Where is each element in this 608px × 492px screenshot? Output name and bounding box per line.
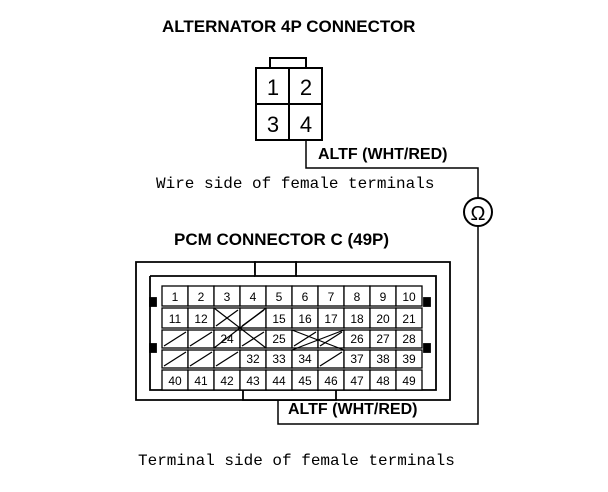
pcm-terminal-5: 5 (276, 290, 283, 304)
pcm-empty-cavity (215, 351, 239, 367)
pcm-connector-title: PCM CONNECTOR C (49P) (174, 230, 390, 249)
pcm-empty-cavity (189, 351, 213, 367)
pcm-terminal-32: 32 (246, 352, 260, 366)
pcm-blocked-cross (213, 307, 267, 349)
pcm-cell (395, 329, 423, 349)
pcm-terminal-37: 37 (350, 352, 364, 366)
pcm-terminal-12: 12 (194, 312, 208, 326)
pcm-terminal-4: 4 (250, 290, 257, 304)
alternator-pin-3: 3 (267, 112, 279, 137)
pcm-terminal-46: 46 (324, 374, 338, 388)
pcm-connector (135, 261, 451, 401)
alternator-connector: 1 2 3 4 (255, 57, 323, 141)
pcm-empty-cavity (163, 331, 187, 347)
pcm-housing-key (254, 261, 297, 277)
pcm-empty-cavity (319, 331, 343, 347)
pcm-terminal-45: 45 (298, 374, 312, 388)
pcm-terminal-49: 49 (402, 374, 416, 388)
pcm-terminal-25: 25 (272, 332, 286, 346)
pcm-empty-cavity (293, 331, 317, 347)
pcm-terminal-1: 1 (172, 290, 179, 304)
pcm-terminal-21: 21 (402, 312, 416, 326)
pcm-terminal-28: 28 (402, 332, 416, 346)
test-wire (277, 140, 479, 425)
pcm-cell (395, 369, 423, 391)
pcm-terminal-39: 39 (402, 352, 416, 366)
alternator-connector-latch (269, 57, 307, 69)
pcm-cell (395, 349, 423, 369)
pcm-terminal-11: 11 (169, 312, 182, 326)
pcm-view-caption: Terminal side of female terminals (138, 452, 455, 470)
pcm-empty-cavity (319, 351, 343, 367)
ohmmeter: Ω (463, 197, 493, 227)
pcm-terminal-6: 6 (302, 290, 309, 304)
pcm-terminal-2: 2 (198, 290, 205, 304)
alternator-connector-title: ALTERNATOR 4P CONNECTOR (162, 17, 416, 36)
pcm-terminal-26: 26 (350, 332, 364, 346)
pcm-terminal-33: 33 (272, 352, 286, 366)
pcm-terminal-42: 42 (220, 374, 234, 388)
pcm-empty-cavity (163, 351, 187, 367)
pcm-terminal-20: 20 (376, 312, 390, 326)
pcm-terminal-17: 17 (324, 312, 338, 326)
pcm-empty-cavity (189, 331, 213, 347)
pcm-terminal-40: 40 (168, 374, 182, 388)
pcm-cell (395, 307, 423, 329)
pcm-terminal-9: 9 (380, 290, 387, 304)
pcm-terminal-18: 18 (350, 312, 364, 326)
pcm-terminal-48: 48 (376, 374, 390, 388)
pcm-terminal-10: 10 (402, 290, 416, 304)
pcm-terminal-8: 8 (354, 290, 361, 304)
pcm-terminal-47: 47 (350, 374, 364, 388)
alternator-pin-4: 4 (300, 112, 312, 137)
pcm-terminal-7: 7 (328, 290, 335, 304)
pcm-terminal-34: 34 (298, 352, 312, 366)
alternator-pin-1: 1 (267, 75, 279, 100)
ohmmeter-circle (463, 197, 493, 227)
alternator-pin-2: 2 (300, 75, 312, 100)
pcm-blocked-cross (291, 329, 345, 351)
pcm-terminal-44: 44 (272, 374, 286, 388)
pcm-terminal-27: 27 (376, 332, 390, 346)
alternator-view-caption: Wire side of female terminals (156, 175, 435, 193)
pcm-terminal-3: 3 (224, 290, 231, 304)
pcm-cell (395, 285, 423, 307)
pcm-terminal-38: 38 (376, 352, 390, 366)
pcm-terminal-43: 43 (246, 374, 260, 388)
pcm-empty-cavity (241, 331, 265, 347)
pcm-wire-label: ALTF (WHT/RED) (288, 401, 418, 418)
alternator-wire-label: ALTF (WHT/RED) (318, 146, 448, 163)
pcm-terminal-16: 16 (298, 312, 312, 326)
pcm-terminal-41: 41 (194, 374, 208, 388)
pcm-terminal-15: 15 (272, 312, 286, 326)
ohm-icon: Ω (471, 203, 486, 225)
